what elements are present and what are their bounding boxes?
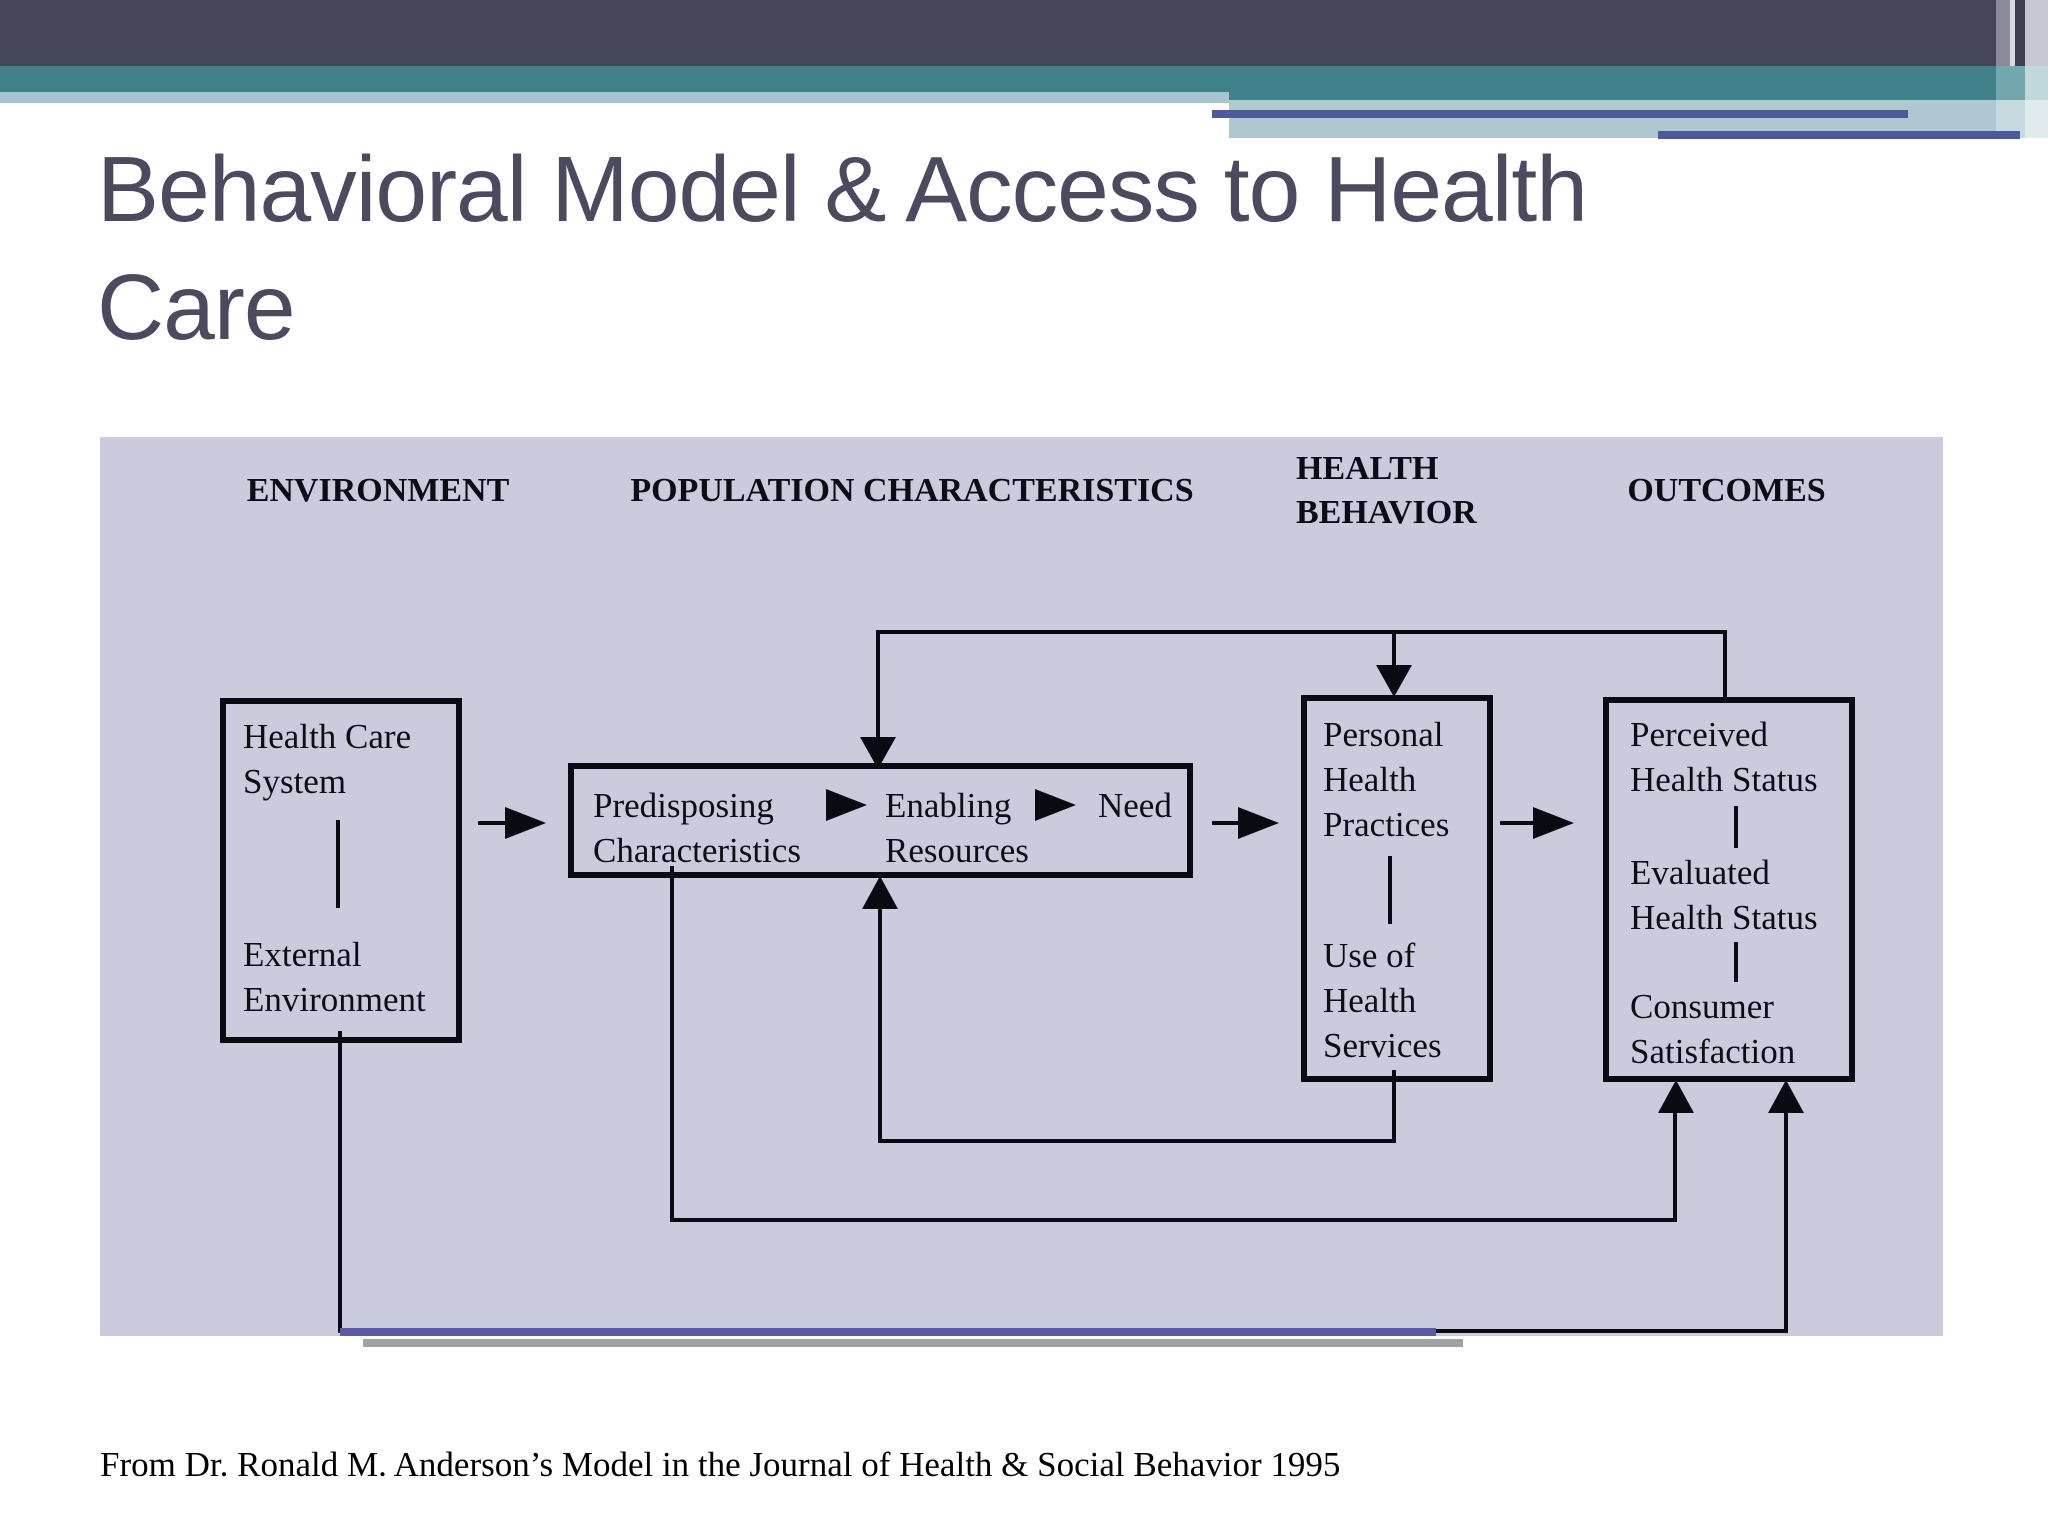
arrow-population-to-health-behavior-head [1238,807,1279,839]
loop-health-behavior-up-line [878,908,882,1143]
banner-stripe-4 [2025,0,2048,66]
outcomes-box [1603,697,1855,1082]
outcomes-box-divider-line-1 [1734,806,1738,848]
loop-health-behavior-horizontal-line [878,1139,1396,1143]
column-header-population-characteristics: POPULATION CHARACTERISTICS [630,472,1194,509]
diagram-panel [100,437,1943,1336]
arrow-health-behavior-to-outcomes-line [1500,821,1540,825]
loop-environment-up-line [1784,1113,1788,1333]
arrow-population-to-health-behavior-line [1212,821,1245,825]
consumer-satisfaction-label: Consumer Satisfaction [1630,987,1796,1071]
loop-arrow-into-outcomes-bottom-head-1 [1658,1080,1694,1113]
bottom-purple-bar [340,1328,1436,1336]
top-feedback-horizontal-line [876,630,1727,634]
top-feedback-arrow-into-health-behavior-head [1376,665,1412,697]
need-label: Need [1098,786,1172,825]
slide-title: Behavioral Model & Access to Health Care [97,130,1588,366]
loop-health-behavior-down-line [1392,1070,1396,1142]
banner-teal-right [1229,66,1996,100]
outcomes-box-divider-line-2 [1734,942,1738,982]
predisposing-characteristics-label: Predisposing Characteristics [593,786,801,870]
top-feedback-right-vertical-line [1723,630,1727,697]
banner-teal-left [0,66,1229,92]
column-header-environment: ENVIRONMENT [246,472,510,509]
loop-environment-down-line [338,1031,342,1333]
column-header-health-behavior: HEALTH BEHAVIOR [1296,447,1477,535]
column-header-health-behavior-line-1: HEALTH [1296,450,1439,487]
perceived-health-status-label: Perceived Health Status [1630,715,1818,799]
environment-box-top-label: Health Care System [243,717,412,801]
slide-title-line-2: Care [97,255,296,359]
loop-arrow-into-population-bottom-head [862,876,898,909]
top-feedback-arrow-into-population-head [860,737,896,769]
banner-stripe-3 [2015,0,2025,66]
banner-light-left [0,92,1229,103]
arrow-environment-to-population-head [505,807,546,839]
column-header-health-behavior-line-2: BEHAVIOR [1296,494,1477,531]
loop-population-horizontal-line [670,1218,1677,1222]
environment-box-divider-line [336,820,340,908]
health-behavior-box-top-label: Personal Health Practices [1323,715,1450,844]
evaluated-health-status-label: Evaluated Health Status [1630,853,1818,937]
arrow-health-behavior-to-outcomes-head [1533,807,1574,839]
top-feedback-left-vertical-line [876,630,880,738]
enabling-resources-label: Enabling Resources [885,786,1029,870]
right-arrow-icon [826,789,867,821]
loop-population-down-line [670,866,674,1222]
banner-stripe-1 [1996,0,2010,66]
banner-teal-right-pale [1996,66,2025,100]
slide-title-line-1: Behavioral Model & Access to Health [97,137,1588,241]
column-header-outcomes: OUTCOMES [1627,472,1826,509]
banner-teal-right-palest [2025,66,2048,100]
bottom-gray-bar [363,1339,1463,1347]
banner-dark-bar [0,0,1996,66]
arrow-environment-to-population-line [478,821,513,825]
health-behavior-box [1301,695,1493,1082]
source-caption: From Dr. Ronald M. Anderson’s Model in t… [100,1445,1341,1484]
health-behavior-box-bottom-label: Use of Health Services [1323,936,1442,1065]
banner-light-right-palest [2025,100,2048,138]
health-behavior-box-divider-line [1388,856,1392,924]
environment-box-bottom-label: External Environment [243,935,426,1019]
banner-stripe-2 [2010,0,2015,66]
loop-arrow-into-outcomes-bottom-head-2 [1768,1080,1804,1113]
banner-blue-line-lower [1658,131,2020,139]
loop-population-up-line [1673,1112,1677,1222]
top-feedback-mid-vertical-line [1392,630,1396,668]
banner-blue-line-upper [1212,110,1908,118]
right-arrow-icon [1035,789,1076,821]
